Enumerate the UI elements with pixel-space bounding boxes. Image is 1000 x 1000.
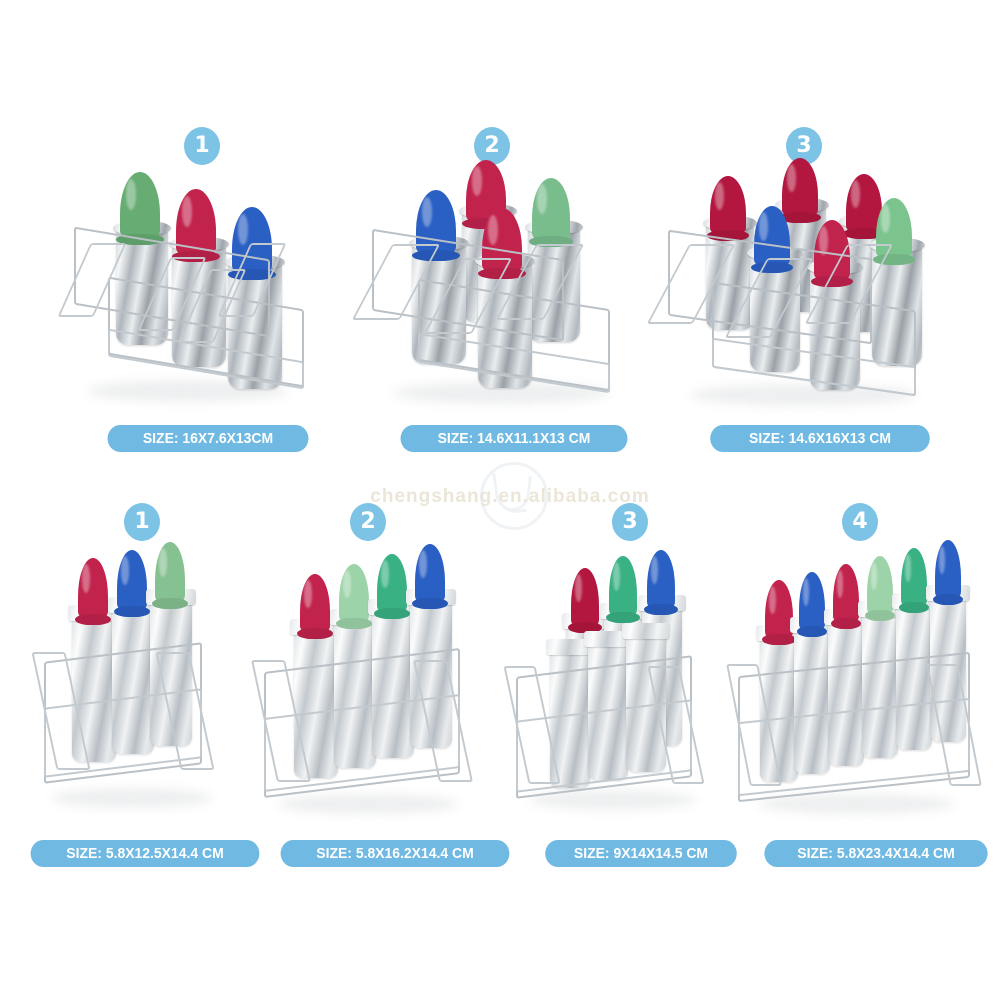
product-bottom-3 bbox=[503, 548, 726, 828]
mold-lid bbox=[810, 220, 854, 287]
mold-lid bbox=[706, 176, 750, 241]
size-label-bottom-3: SIZE: 9X14X14.5 CM bbox=[545, 840, 737, 867]
mold-lid bbox=[412, 544, 448, 609]
badge-bottom-1: 1 bbox=[124, 503, 160, 541]
product-shadow bbox=[394, 382, 610, 404]
product-shadow bbox=[52, 788, 212, 808]
size-label-bottom-1: SIZE: 5.8X12.5X14.4 CM bbox=[30, 840, 260, 867]
mold-lid bbox=[762, 580, 796, 645]
mold-lid bbox=[228, 207, 276, 280]
mold-lid bbox=[568, 568, 602, 633]
mold-lid bbox=[750, 206, 794, 273]
badge-top-1: 1 bbox=[184, 127, 220, 165]
product-shadow bbox=[758, 794, 954, 814]
mold-lid bbox=[116, 172, 164, 245]
mold-lid bbox=[778, 158, 822, 223]
mold-lid bbox=[412, 190, 460, 261]
mold-lid bbox=[528, 178, 574, 247]
product-top-2 bbox=[351, 160, 634, 418]
mold bbox=[546, 639, 594, 788]
alibaba-circle-logo bbox=[480, 462, 548, 530]
mold-lid bbox=[114, 550, 150, 617]
mold-lid bbox=[872, 198, 916, 265]
size-label-top-1: SIZE: 16X7.6X13CM bbox=[107, 425, 309, 452]
product-top-1 bbox=[57, 165, 308, 415]
size-label-top-2: SIZE: 14.6X11.1X13 CM bbox=[400, 425, 628, 452]
product-bottom-1 bbox=[31, 542, 234, 828]
mold bbox=[584, 631, 632, 780]
mold-lid bbox=[172, 189, 220, 262]
badge-bottom-4: 4 bbox=[842, 503, 878, 541]
mold bbox=[622, 623, 670, 772]
mold-lid bbox=[336, 564, 372, 629]
size-label-bottom-2: SIZE: 5.8X16.2X14.4 CM bbox=[280, 840, 510, 867]
mold-lid bbox=[864, 556, 896, 621]
mold-lid bbox=[796, 572, 828, 637]
mold-lid bbox=[606, 556, 640, 623]
mold-lid bbox=[898, 548, 930, 613]
mold-lid bbox=[932, 540, 964, 605]
mold-lid bbox=[644, 550, 678, 615]
badge-top-2: 2 bbox=[474, 127, 510, 165]
product-shadow bbox=[690, 384, 916, 406]
size-label-bottom-4: SIZE: 5.8X23.4X14.4 CM bbox=[764, 840, 988, 867]
mold-lid bbox=[374, 554, 410, 619]
badge-bottom-2: 2 bbox=[350, 503, 386, 541]
mold-lid bbox=[152, 542, 188, 609]
mold-lid bbox=[478, 208, 526, 279]
size-label-top-3: SIZE: 14.6X16X13 CM bbox=[710, 425, 930, 452]
product-top-3 bbox=[646, 158, 940, 418]
product-bottom-2 bbox=[251, 544, 486, 828]
mold-lid bbox=[297, 574, 333, 639]
mold-lid bbox=[830, 564, 862, 629]
product-shadow bbox=[530, 790, 696, 810]
mold-lid bbox=[75, 558, 111, 625]
product-shadow bbox=[278, 794, 458, 814]
badge-bottom-3: 3 bbox=[612, 503, 648, 541]
product-bottom-4 bbox=[726, 540, 984, 828]
